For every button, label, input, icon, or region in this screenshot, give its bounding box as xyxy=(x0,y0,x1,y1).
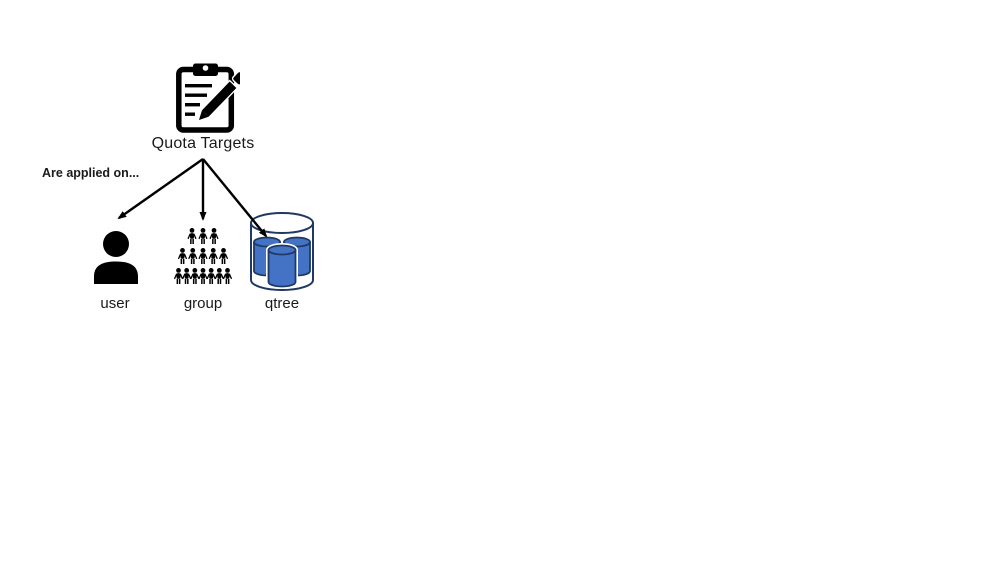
target-label-user: user xyxy=(100,295,130,312)
qtree-cylinder-icon xyxy=(250,212,314,291)
clipboard-lines xyxy=(185,84,212,116)
clipboard-clip-hole xyxy=(202,65,209,71)
group-row-1 xyxy=(187,228,219,245)
group-row-2 xyxy=(178,247,228,265)
user-body xyxy=(94,261,138,284)
pencil-icon xyxy=(196,70,240,123)
are-applied-on-label: Are applied on... xyxy=(42,166,140,180)
quota-targets-label: Quota Targets xyxy=(151,135,255,152)
group-icon xyxy=(174,228,232,285)
group-row-3 xyxy=(174,267,232,285)
user-icon xyxy=(94,231,138,284)
user-head xyxy=(103,231,129,257)
clipboard-edit-icon xyxy=(176,63,240,133)
target-label-group: group xyxy=(183,295,223,312)
inner-cylinder-front xyxy=(266,243,298,289)
target-label-qtree: qtree xyxy=(264,295,300,312)
